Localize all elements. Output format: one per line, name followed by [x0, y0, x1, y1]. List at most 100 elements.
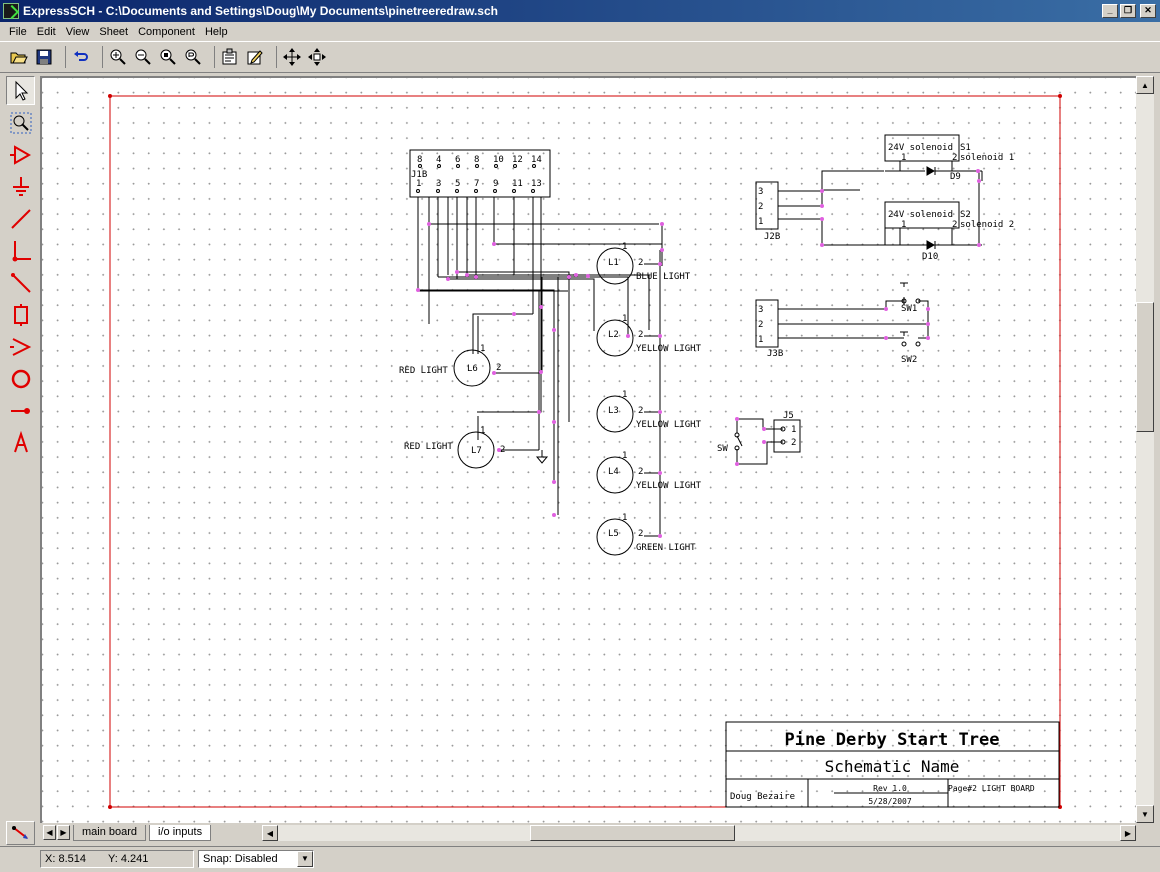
vertical-scroll-thumb[interactable]: [1136, 302, 1154, 432]
wire-tool[interactable]: [6, 204, 35, 233]
junction-dot: [976, 169, 980, 173]
zoom-page-icon[interactable]: [181, 46, 204, 68]
menu-view[interactable]: View: [65, 25, 90, 38]
j1b-pin-contact: [494, 164, 498, 168]
sheet-tabs: ◀ ▶ main board i/o inputs: [40, 823, 1136, 842]
j1b-pin-contact: [437, 164, 441, 168]
tab-main-board[interactable]: main board: [73, 824, 147, 841]
edit-icon[interactable]: [243, 46, 266, 68]
j1b-pin-contact: [493, 189, 497, 193]
j1b-pin-contact: [512, 189, 516, 193]
lamp-label: YELLOW LIGHT: [636, 420, 702, 430]
j2b-pin1: 1: [758, 217, 763, 227]
junction-dot: [820, 217, 824, 221]
status-bar: X: 8.514 Y: 4.241 Snap: Disabled ▼: [0, 846, 1160, 870]
j1b-pin-contact: [474, 189, 478, 193]
scroll-up-button[interactable]: ▲: [1136, 76, 1154, 94]
pin-tool[interactable]: [6, 396, 35, 425]
tools-palette: [4, 74, 37, 474]
junction-dot: [820, 204, 824, 208]
circle-tool[interactable]: [6, 364, 35, 393]
bus-tool[interactable]: [6, 268, 35, 297]
j3b-pin2: 2: [758, 320, 763, 330]
component-tool[interactable]: [6, 300, 35, 329]
menu-file[interactable]: File: [9, 25, 27, 38]
lamp-pin2: 2: [638, 467, 643, 477]
junction-dot: [512, 312, 516, 316]
vertical-scrollbar[interactable]: ▲ ▼: [1136, 76, 1154, 823]
ground-tool[interactable]: [6, 172, 35, 201]
menu-help[interactable]: Help: [204, 25, 228, 38]
lamp-label: YELLOW LIGHT: [636, 344, 702, 354]
junction-dot: [552, 480, 556, 484]
move-icon[interactable]: [280, 46, 303, 68]
tab-io-inputs[interactable]: i/o inputs: [149, 824, 212, 841]
j1b-ref: J1B: [411, 170, 427, 180]
zoom-in-icon[interactable]: [106, 46, 129, 68]
junction-dot: [926, 322, 930, 326]
tab-next-button[interactable]: ▶: [57, 825, 70, 840]
menu-component[interactable]: Component: [138, 25, 195, 38]
horizontal-scrollbar[interactable]: ◀ ▶: [262, 825, 1136, 841]
junction-dot: [658, 534, 662, 538]
j1b-pin-contact: [416, 189, 420, 193]
lamp-pin1: 1: [622, 390, 627, 400]
j3b-pin3: 3: [758, 305, 763, 315]
junction-dot: [586, 274, 590, 278]
undo-icon[interactable]: [69, 46, 92, 68]
buffer-tool[interactable]: [6, 140, 35, 169]
s1-ref: S1: [960, 143, 971, 153]
menu-edit[interactable]: Edit: [36, 25, 56, 38]
route-tool[interactable]: [6, 821, 35, 845]
d10-ref: D10: [922, 252, 938, 262]
lamp-label: YELLOW LIGHT: [636, 481, 702, 491]
scroll-down-button[interactable]: ▼: [1136, 805, 1154, 823]
app-icon[interactable]: [3, 3, 19, 19]
junction-dot: [539, 305, 543, 309]
lamp-l6: L6 RED LIGHT 1 2: [399, 344, 501, 387]
j1b-pin-contact: [513, 164, 517, 168]
j1b-pin-contact: [436, 189, 440, 193]
text-tool[interactable]: [6, 428, 35, 457]
junction-tool[interactable]: [6, 236, 35, 265]
zoom-out-icon[interactable]: [131, 46, 154, 68]
lamp-pin1: 1: [622, 314, 627, 324]
chevron-down-icon[interactable]: ▼: [297, 850, 313, 867]
lamp-body: [596, 247, 634, 285]
l6-label: RED LIGHT: [399, 366, 448, 376]
ground-symbol: [535, 450, 549, 464]
pan-icon[interactable]: [305, 46, 328, 68]
zoom-fit-icon[interactable]: [156, 46, 179, 68]
j3b-ref: J3B: [767, 349, 783, 359]
junction-dot: [762, 427, 766, 431]
scroll-left-button[interactable]: ◀: [262, 825, 278, 841]
j1b-top-pin-label: 8: [474, 155, 479, 165]
restore-button[interactable]: ❐: [1120, 4, 1136, 18]
triangle-tool[interactable]: [6, 332, 35, 361]
scroll-right-button[interactable]: ▶: [1120, 825, 1136, 841]
snap-dropdown[interactable]: Snap: Disabled ▼: [198, 849, 314, 868]
horizontal-scroll-thumb[interactable]: [530, 825, 735, 841]
window-title: ExpressSCH - C:\Documents and Settings\D…: [23, 4, 498, 18]
lamp-pin2: 2: [638, 258, 643, 268]
menu-sheet[interactable]: Sheet: [99, 25, 129, 38]
pointer-tool[interactable]: [6, 76, 35, 105]
save-icon[interactable]: [32, 46, 55, 68]
j1b-top-pin-label: 10: [493, 155, 504, 165]
s1-name: solenoid 1: [960, 153, 1014, 163]
minimize-button[interactable]: _: [1102, 4, 1118, 18]
tab-prev-button[interactable]: ◀: [43, 825, 56, 840]
zoom-select-tool[interactable]: [6, 108, 35, 137]
lamp-ref: L4: [608, 467, 619, 477]
title-block-page: Page#2 LIGHT BOARD: [948, 784, 1035, 793]
title-block-date: 5/28/2007: [868, 797, 912, 806]
close-button[interactable]: ✕: [1140, 4, 1156, 18]
open-icon[interactable]: [7, 46, 30, 68]
junction-dot: [977, 243, 981, 247]
s1-pin1: 1: [901, 153, 906, 163]
d9-ref: D9: [950, 172, 961, 182]
title-block-project: Pine Derby Start Tree: [785, 730, 1000, 750]
properties-icon[interactable]: [218, 46, 241, 68]
